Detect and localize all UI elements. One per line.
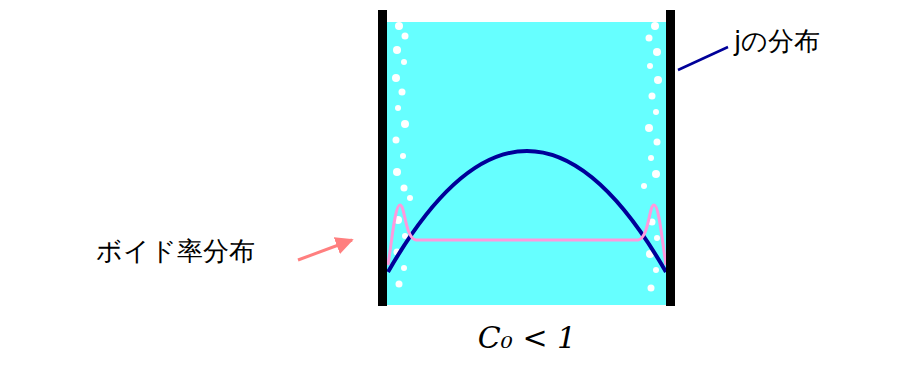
bubbles <box>392 22 662 292</box>
flux-profile <box>388 151 666 272</box>
condition-label: C₀ < 1 <box>478 320 576 356</box>
void-profile <box>388 205 666 265</box>
leader-line <box>678 47 728 70</box>
profile-label: jの分布 <box>734 26 820 57</box>
leader-arrow <box>298 240 352 260</box>
pipe-wall <box>378 10 387 306</box>
profile-label: ボイド率分布 <box>96 236 255 267</box>
pipe-wall <box>666 10 675 306</box>
liquid <box>385 22 668 305</box>
